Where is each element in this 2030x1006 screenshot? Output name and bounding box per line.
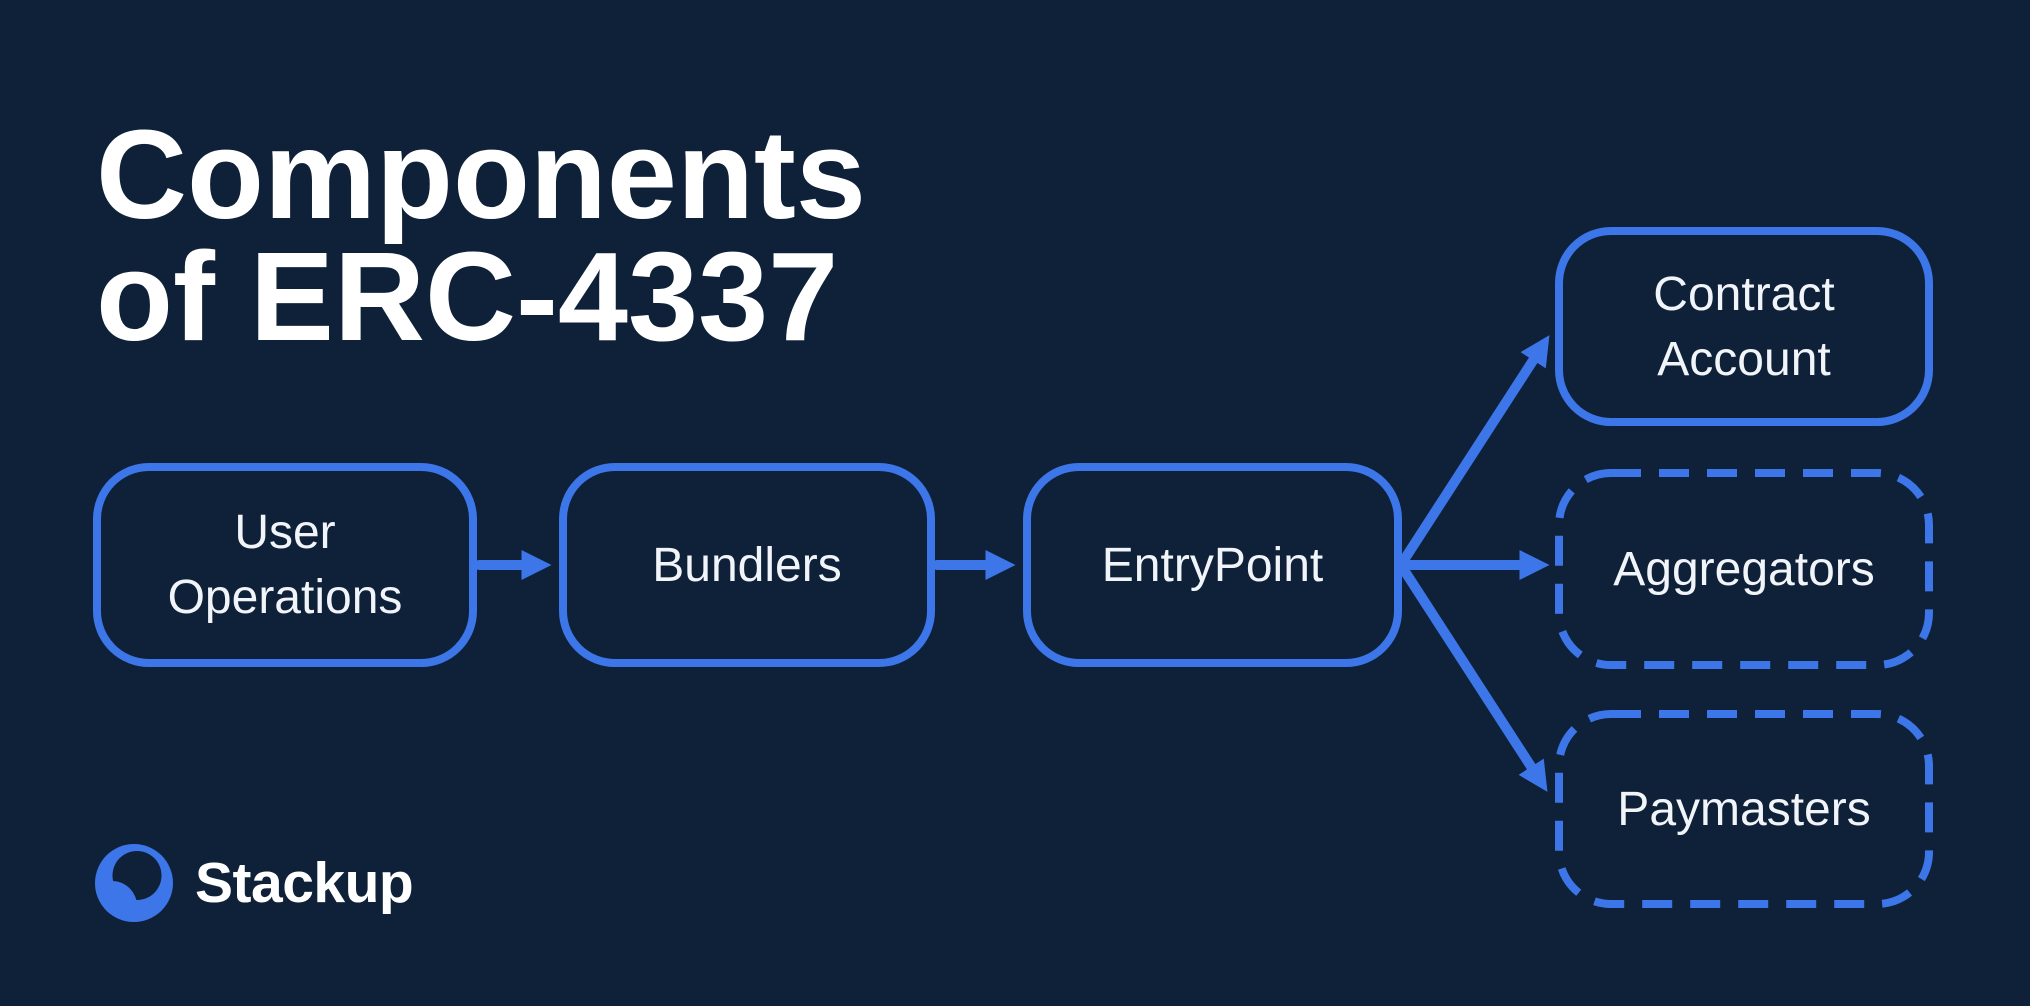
node-box-entrypoint (1023, 463, 1402, 667)
node-aggregators: Aggregators (1613, 542, 1875, 596)
node-box-bundlers (559, 463, 935, 667)
node-user-operations: User Operations (167, 506, 403, 624)
node-box-contract-account (1555, 227, 1933, 426)
arrow-entrypoint-to-paymasters (1399, 565, 1548, 792)
node-entrypoint: EntryPoint (1101, 538, 1324, 592)
brand-name: Stackup (195, 851, 414, 915)
brand-footer: Stackup (95, 844, 414, 922)
node-box-user-operations (93, 463, 477, 667)
title-line-2: of ERC-4337 (96, 226, 839, 367)
node-box-aggregators (1555, 469, 1933, 669)
arrow-entrypoint-to-contract-account (1399, 335, 1550, 565)
title-line-1: Components (96, 104, 866, 245)
node-box-paymasters (1555, 710, 1933, 908)
page-title: Components of ERC-4337 (96, 104, 866, 367)
node-bundlers: Bundlers (652, 538, 842, 592)
node-paymasters: Paymasters (1617, 782, 1871, 836)
stackup-logo-icon (95, 844, 173, 922)
node-contract-account: Contract Account (1653, 267, 1835, 386)
